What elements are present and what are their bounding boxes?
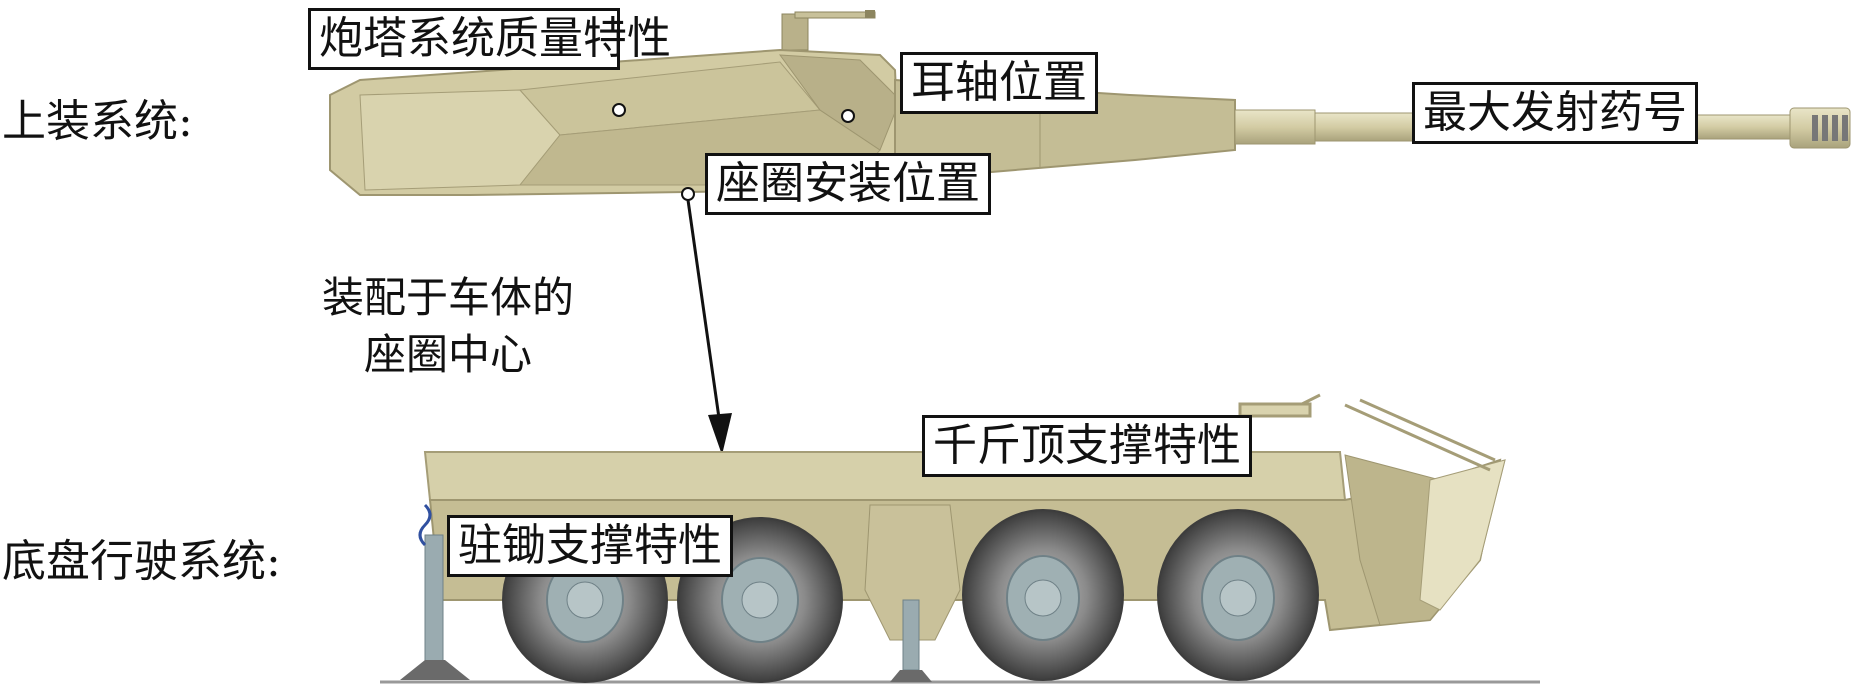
ring-mount-point: [681, 187, 695, 201]
assembly-note: 装配于车体的 座圈中心: [322, 270, 574, 383]
wheel: [1157, 509, 1319, 681]
front-rack: [1238, 393, 1496, 472]
remote-weapon-station: [781, 10, 876, 51]
max-charge-callout: 最大发射药号: [1412, 82, 1698, 144]
muzzle-brake: [1789, 107, 1851, 149]
wheel: [962, 509, 1124, 681]
chassis: [380, 393, 1540, 684]
mid-jack: [890, 599, 932, 682]
rear-spade-jack: [400, 503, 470, 680]
assembly-note-line2: 座圈中心: [364, 329, 533, 379]
jack-support-callout: 千斤顶支撑特性: [922, 415, 1252, 477]
chassis-system-label: 底盘行驶系统:: [2, 536, 281, 587]
trunnion-point: [841, 109, 855, 123]
trunnion-callout: 耳轴位置: [900, 52, 1098, 114]
assembly-arrow: [686, 199, 732, 455]
upper-system-label: 上装系统:: [2, 96, 193, 147]
turret-mass-callout: 炮塔系统质量特性: [308, 8, 671, 70]
assembly-note-line1: 装配于车体的: [322, 273, 575, 322]
spade-support-callout: 驻锄支撑特性: [447, 515, 733, 577]
turret-mass-center-point: [612, 103, 626, 117]
ring-mount-callout: 座圈安装位置: [705, 153, 991, 215]
